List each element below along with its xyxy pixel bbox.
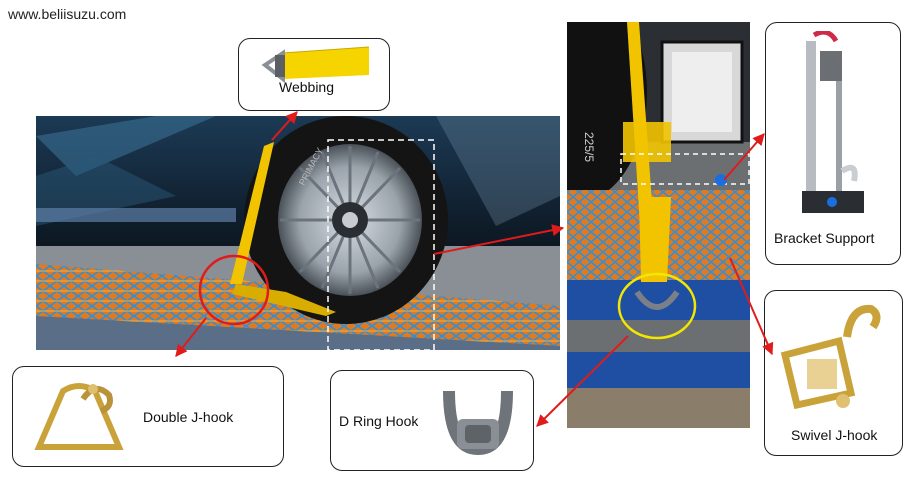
- car-wheel-photo: PRIMACY: [36, 116, 560, 350]
- callout-d-ring-hook-label: D Ring Hook: [339, 413, 419, 429]
- callout-webbing-label: Webbing: [279, 79, 335, 95]
- tire-size-text: 225/5: [582, 132, 596, 162]
- callout-webbing: Webbing: [238, 38, 390, 111]
- strap-closeup-photo: 225/5: [567, 22, 750, 428]
- callout-swivel-j-hook-label: Swivel J-hook: [791, 427, 878, 443]
- callout-bracket-support: Bracket Support: [765, 22, 901, 265]
- callout-double-j-hook-label: Double J-hook: [143, 409, 234, 425]
- callout-swivel-j-hook: Swivel J-hook: [764, 290, 903, 456]
- callout-bracket-support-label: Bracket Support: [774, 230, 875, 246]
- d-ring-hook-icon: [443, 390, 513, 456]
- site-url: www.beliisuzu.com: [8, 6, 127, 22]
- callout-d-ring-hook: D Ring Hook: [330, 370, 534, 471]
- webbing-strap-icon: [261, 46, 370, 84]
- double-j-hook-icon: [34, 383, 124, 450]
- callout-double-j-hook: Double J-hook: [12, 366, 284, 467]
- swivel-j-hook-icon: [780, 304, 881, 410]
- bracket-support-icon: [802, 31, 864, 213]
